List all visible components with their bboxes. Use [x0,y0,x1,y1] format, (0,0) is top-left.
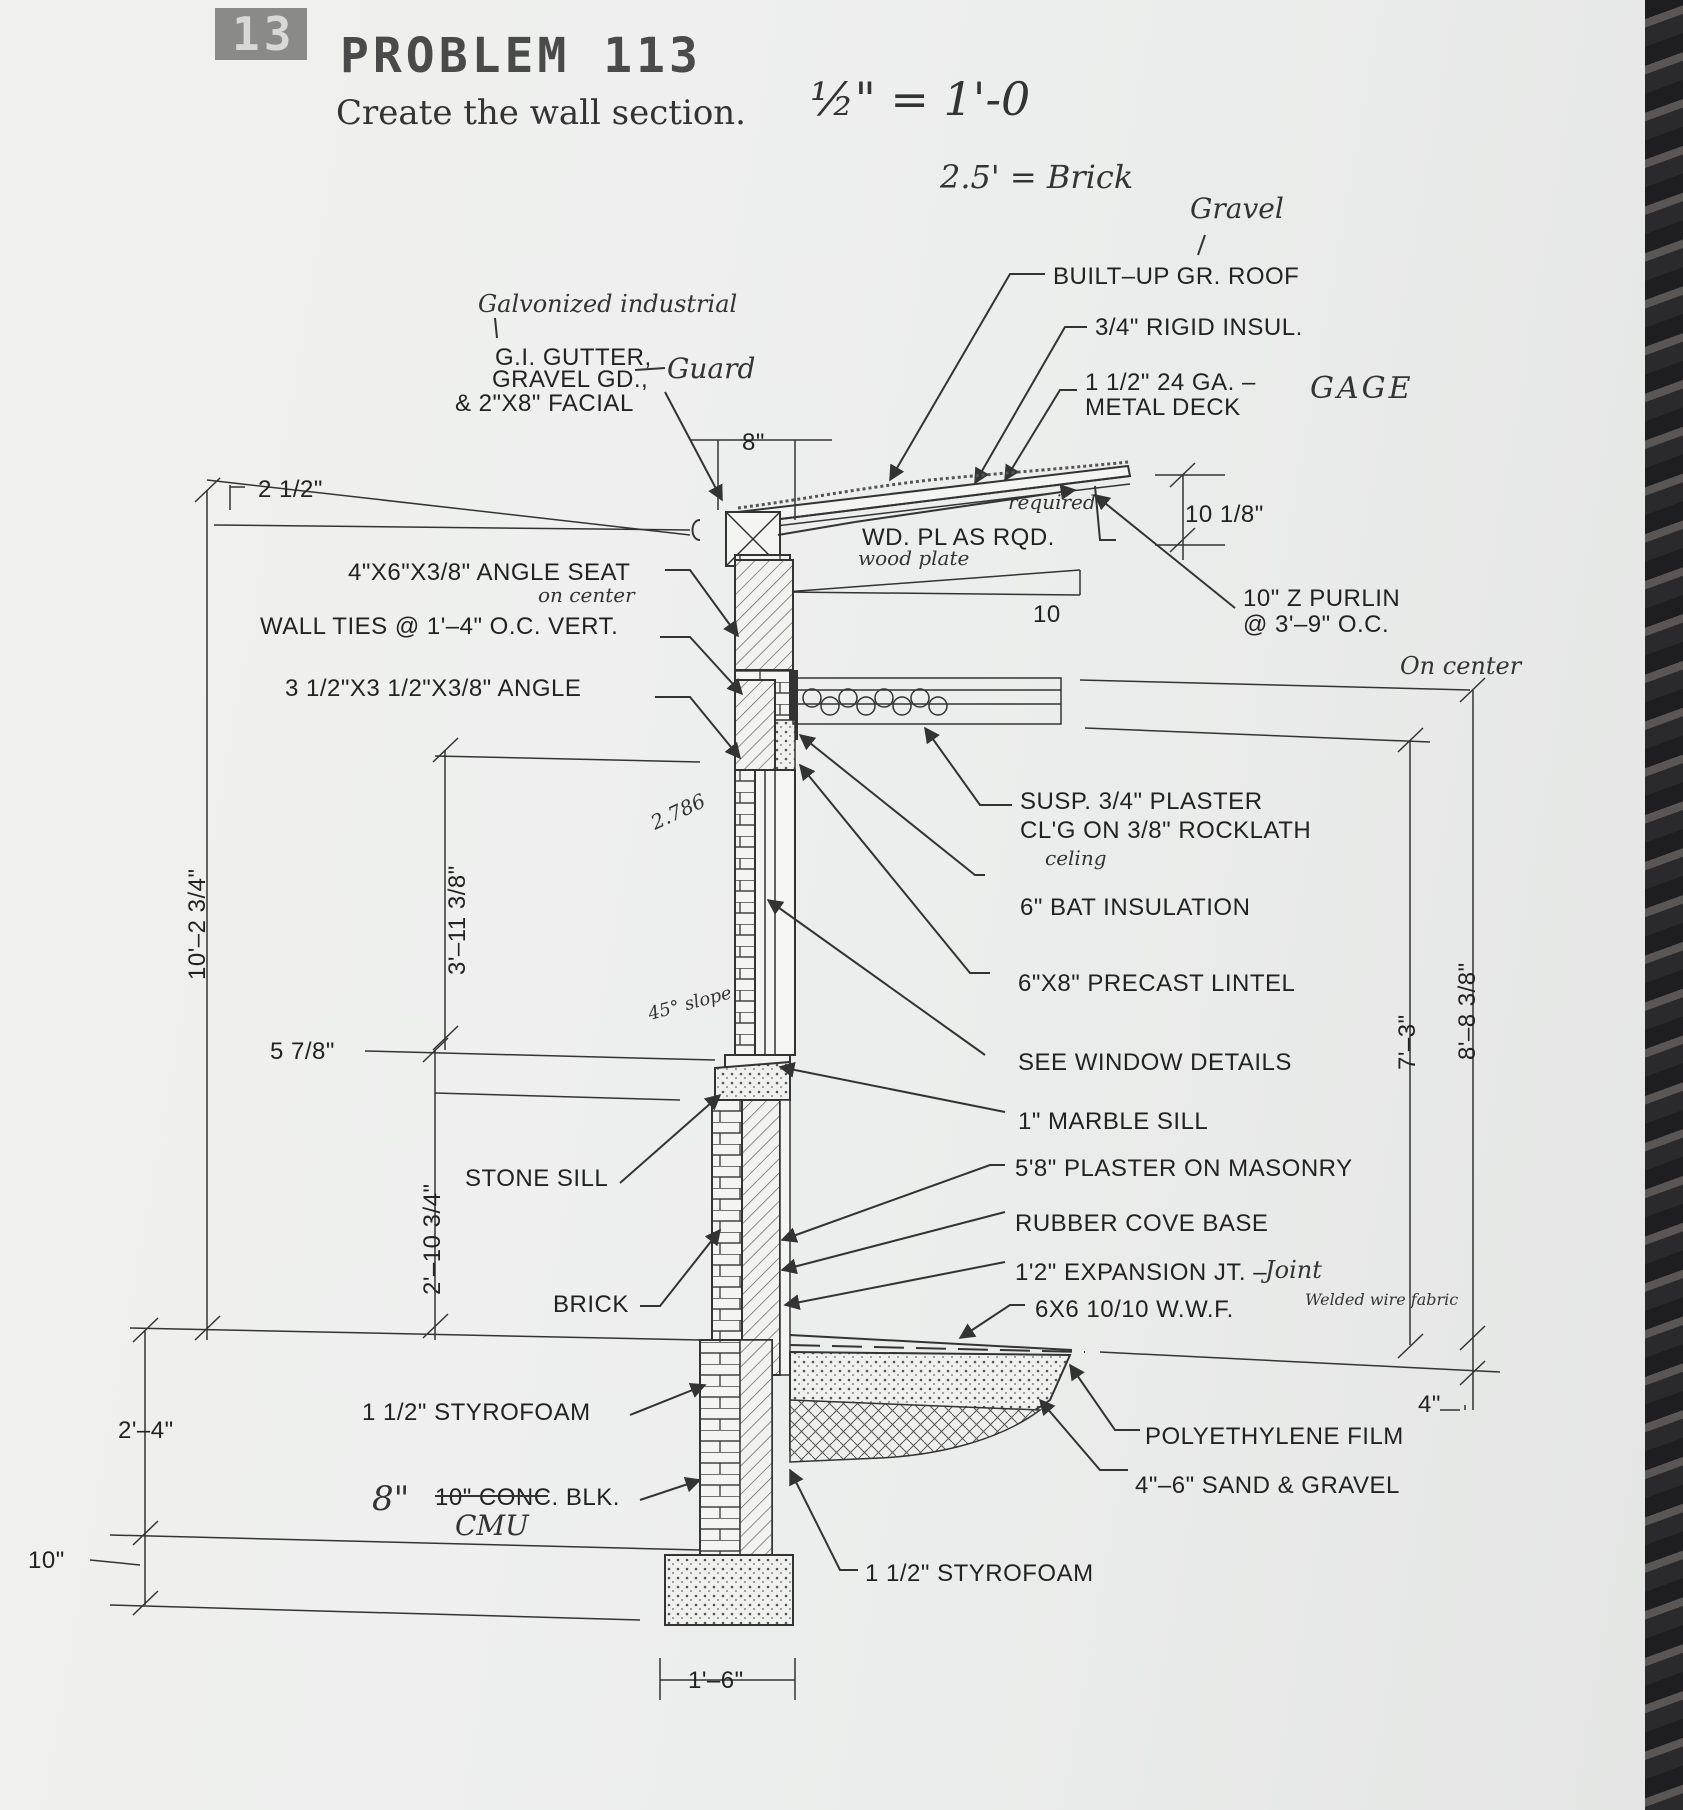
galvanized-note: Galvonized industrial [478,290,737,318]
wood-plate-note: wood plate [858,546,969,570]
dim-2-4: 2'–4" [118,1417,174,1444]
background-edge [1645,0,1683,1810]
slope-value-note: 2.786 [646,788,709,834]
problem-title: PROBLEM 113 [340,28,702,84]
on-center-note-2: On center [1400,652,1523,680]
dim-10-1-8: 10 1/8" [1185,501,1264,528]
instruction-text: Create the wall section. [336,93,746,133]
callout-plaster-2: CL'G ON 3/8" ROCKLATH [1020,817,1311,844]
paper-sheet [0,0,1645,1810]
callout-wwf: 6X6 10/10 W.W.F. [1035,1296,1234,1323]
dim-3-11-3-8: 3'–11 3/8" [444,865,471,975]
on-center-note-1: on center [538,583,636,607]
callout-gutter-3: & 2"X8" FACIAL [455,390,634,417]
problem-badge [215,8,307,60]
dim-7-3: 7'–3" [1394,1014,1421,1070]
callout-expansion-jt: 1'2" EXPANSION JT. – [1015,1259,1267,1286]
left-callouts: 4"X6"X3/8" ANGLE SEAT on center WALL TIE… [260,559,744,1542]
ceiling-note: celing [1045,846,1107,870]
callout-rigid-insul: 3/4" RIGID INSUL. [1095,314,1303,341]
gravel-note: Gravel [1190,192,1284,225]
dim-1-6: 1'–6" [688,1667,744,1694]
header: 13 PROBLEM 113 Create the wall section. [215,7,746,133]
callout-wd-pl: WD. PL AS RQD. [862,524,1055,551]
scale-note: ½" = 1'-0 [810,72,1030,126]
callout-wall-ties: WALL TIES @ 1'–4" O.C. VERT. [260,613,618,640]
floor-slab [789,1334,1501,1463]
callout-rubber-cove: RUBBER COVE BASE [1015,1210,1268,1237]
callout-precast-lintel: 6"X8" PRECAST LINTEL [1018,970,1295,997]
cmu-prefix-note: 8" [372,1479,409,1519]
callout-styrofoam-bottom: 1 1/2" STYROFOAM [865,1560,1094,1587]
gutter-callout: G.I. GUTTER, GRAVEL GD., & 2"X8" FACIAL [455,344,723,502]
callout-stone-sill: STONE SILL [465,1165,608,1192]
dim-2-10-3-4: 2'–10 3/4" [419,1183,446,1295]
joint-note: Joint [1260,1256,1322,1284]
gage-note: GAGE [1310,371,1414,406]
brick-lower [711,1099,743,1376]
dim-10: 10 [1033,601,1061,628]
handwritten-notes-top: ½" = 1'-0 2.5' = Brick Gravel Galvonized… [478,72,1414,406]
callout-metal-deck-1: 1 1/2" 24 GA. – [1085,369,1256,396]
callout-polyethylene: POLYETHYLENE FILM [1145,1423,1404,1450]
callout-sand-gravel: 4"–6" SAND & GRAVEL [1135,1472,1400,1499]
welded-note: Welded wire fabric [1305,1290,1458,1309]
callout-metal-deck-2: METAL DECK [1085,394,1241,421]
dim-5-7-8: 5 7/8" [270,1038,335,1065]
dimensions [89,439,1486,1700]
roof-callouts: BUILT–UP GR. ROOF 3/4" RIGID INSUL. 1 1/… [889,263,1303,485]
callout-built-up-roof: BUILT–UP GR. ROOF [1053,263,1299,290]
callout-conc-blk: 10" CONC. BLK. [435,1484,620,1511]
dim-8in: 8" [742,429,765,456]
callout-purlin-1: 10" Z PURLIN [1243,585,1400,612]
ceiling-joists [792,677,1471,743]
dim-10-2-3-4: 10'–2 3/4" [184,868,211,980]
dim-2-half: 2 1/2" [258,476,323,503]
callout-gutter-1: G.I. GUTTER, [495,344,652,371]
right-callouts: 10" Z PURLIN @ 3'–9" O.C. On center SUSP… [766,493,1523,1587]
dim-4in: 4" [1418,1391,1441,1418]
callout-styrofoam-left: 1 1/2" STYROFOAM [362,1399,591,1426]
callout-purlin-2: @ 3'–9" O.C. [1243,611,1389,638]
stone-sill [714,1060,791,1101]
dim-10in: 10" [28,1547,65,1574]
callout-gutter-2: GRAVEL GD., [492,366,648,393]
brick-note: 2.5' = Brick [939,158,1133,196]
callout-angle: 3 1/2"X3 1/2"X3/8" ANGLE [285,675,581,702]
concrete-footing [664,1554,794,1626]
callout-angle-seat: 4"X6"X3/8" ANGLE SEAT [348,559,630,586]
wall-section [664,554,798,1626]
guard-note: Guard [667,352,755,385]
dimension-labels: 2 1/2" 8" 10 1/8" 10 10'–2 3/4" 3'–11 3/… [28,429,1481,1694]
callout-marble-sill: 1" MARBLE SILL [1018,1108,1208,1135]
callout-window-details: SEE WINDOW DETAILS [1018,1049,1292,1076]
cmu-note: CMU [455,1509,530,1542]
callout-plaster-1: SUSP. 3/4" PLASTER [1020,788,1263,815]
callout-brick: BRICK [553,1291,629,1318]
badge-number: 13 [232,7,295,61]
callout-bat-insulation: 6" BAT INSULATION [1020,894,1250,921]
dim-8-8-3-8: 8'–8 3/8" [1454,962,1481,1060]
callout-plaster-masonry: 5'8" PLASTER ON MASONRY [1015,1155,1353,1182]
slope-angle-note: 45° slope [645,982,734,1025]
